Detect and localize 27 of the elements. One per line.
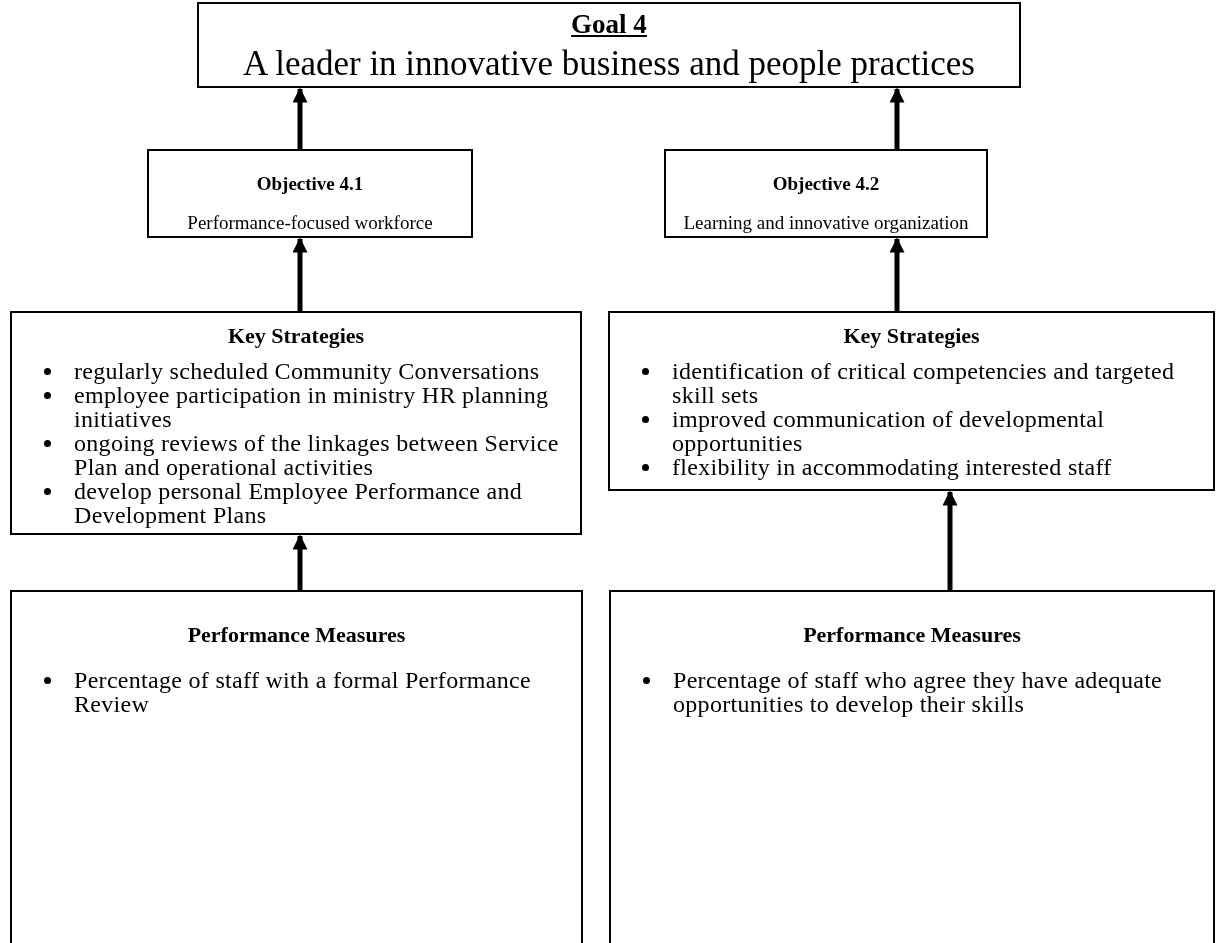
box-heading: Performance Measures: [803, 622, 1021, 648]
goal-box: [197, 2, 1021, 88]
objective-box: [664, 149, 988, 238]
strategies-box: [10, 311, 582, 535]
strategies-box: [608, 311, 1215, 491]
bullet-text: develop personal Employee Performance and Development Plans: [74, 479, 524, 527]
arrow: [292, 237, 308, 311]
objective-heading: Objective 4.2: [772, 172, 880, 196]
box-heading: Key Strategies: [227, 323, 365, 349]
arrow: [942, 490, 958, 590]
objective-text: Learning and innovative organization: [683, 210, 969, 235]
bullet-text: flexibility in accommodating interested staff: [672, 455, 1112, 479]
bullet-text: Percentage of staff with a formal Performance Review: [74, 668, 532, 716]
box-heading: Performance Measures: [187, 622, 406, 648]
objective-box: [147, 149, 473, 238]
objective-heading: Objective 4.1: [256, 172, 364, 196]
goal-text: A leader in innovative business and people practices: [243, 44, 975, 84]
box-heading: Key Strategies: [843, 323, 980, 349]
bullet-text: regularly scheduled Community Conversations: [74, 359, 540, 383]
goal-heading: Goal 4: [571, 8, 647, 40]
measures-box: [609, 590, 1215, 943]
arrow: [292, 87, 308, 149]
bullet-text: Percentage of staff who agree they have adequate opportunities to develop their skills: [673, 668, 1164, 716]
measures-box: [10, 590, 583, 943]
objective-text: Performance-focused workforce: [187, 210, 433, 235]
arrow: [889, 87, 905, 149]
arrow: [292, 534, 308, 590]
